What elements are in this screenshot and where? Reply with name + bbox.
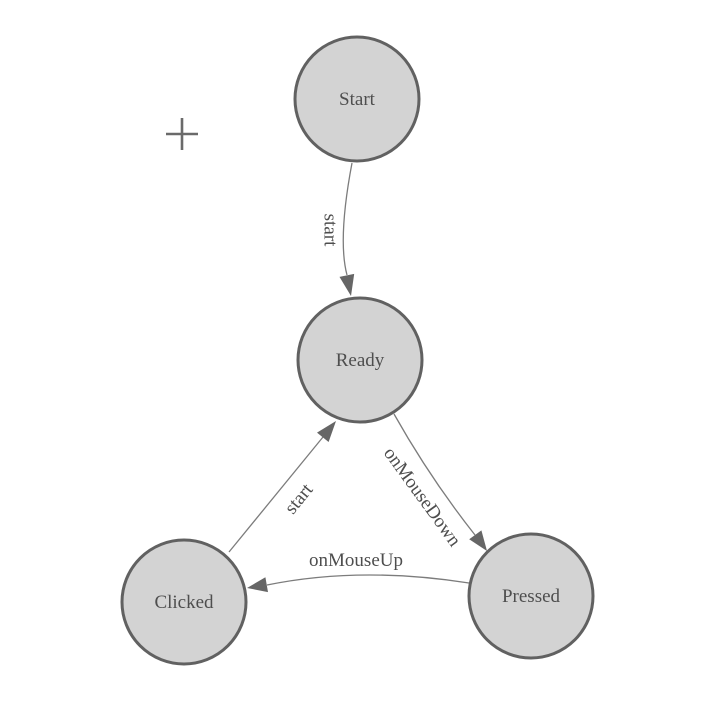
node-start-circle[interactable] xyxy=(293,35,421,163)
node-pressed-circle[interactable] xyxy=(467,532,595,660)
edge-ready-to-pressed[interactable]: onMouseDown xyxy=(379,413,487,551)
node-pressed[interactable]: Pressed xyxy=(467,532,595,660)
edge-label-start-diagonal: start xyxy=(281,479,318,518)
plus-crosshair-icon xyxy=(166,118,198,150)
node-ready[interactable]: Ready xyxy=(296,296,424,424)
node-start-label: Start xyxy=(339,89,376,110)
node-ready-label: Ready xyxy=(336,350,385,371)
edge-start-to-ready[interactable]: start xyxy=(320,162,355,296)
edge-clicked-to-ready-line[interactable] xyxy=(228,436,324,553)
node-clicked-label: Clicked xyxy=(154,592,214,613)
edge-clicked-to-ready[interactable]: start xyxy=(228,421,336,553)
edge-label-onmousedown: onMouseDown xyxy=(379,443,465,551)
arrowhead-into-pressed-topleft xyxy=(469,530,487,551)
arrowhead-into-clicked-right xyxy=(247,577,268,593)
edge-start-to-ready-line[interactable] xyxy=(342,162,353,276)
node-pressed-label: Pressed xyxy=(502,586,561,607)
node-clicked[interactable]: Clicked xyxy=(120,538,248,666)
node-clicked-circle[interactable] xyxy=(120,538,248,666)
node-ready-circle[interactable] xyxy=(296,296,424,424)
arrowhead-into-ready-top xyxy=(339,273,355,296)
node-start[interactable]: Start xyxy=(293,35,421,163)
arrowhead-into-ready-bottomleft xyxy=(317,421,336,442)
edge-ready-to-pressed-line[interactable] xyxy=(393,413,476,536)
edge-pressed-to-clicked[interactable]: onMouseUp xyxy=(247,550,470,593)
edge-label-start-vertical: start xyxy=(320,214,341,247)
edge-pressed-to-clicked-line[interactable] xyxy=(266,574,470,586)
edge-label-onmouseup: onMouseUp xyxy=(309,550,403,571)
